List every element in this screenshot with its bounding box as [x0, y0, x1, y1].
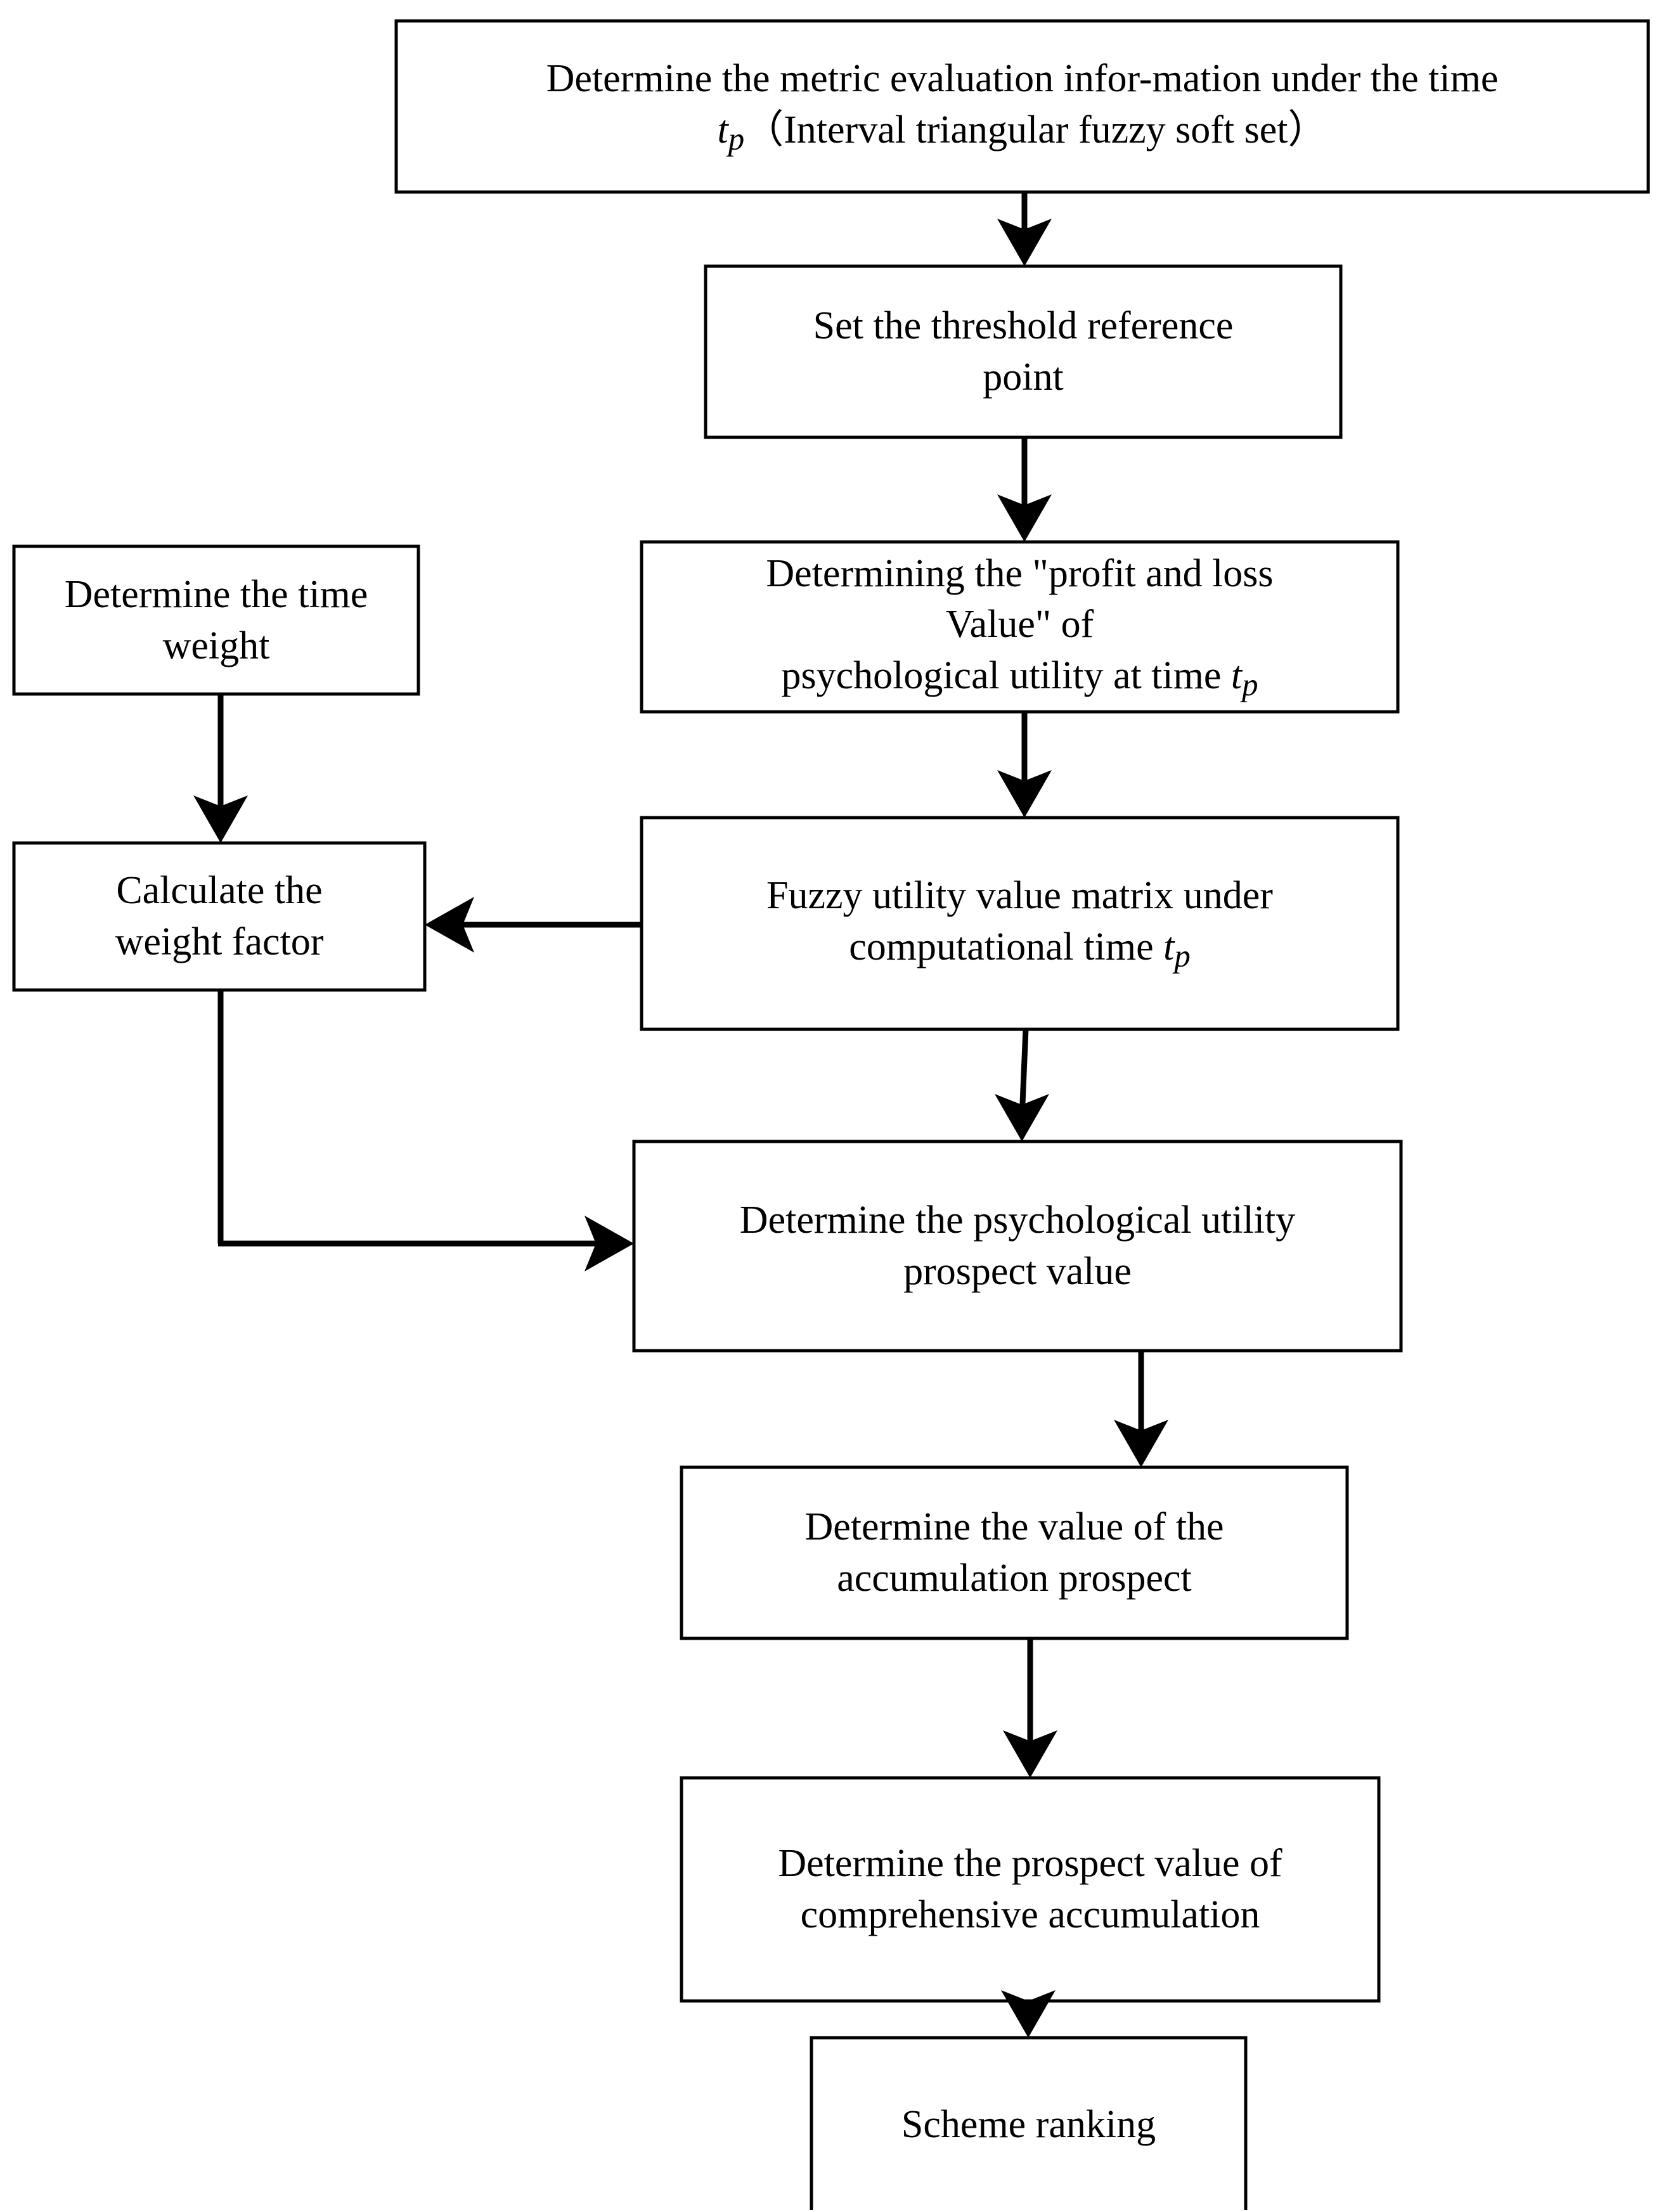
edge-matrix-to-prospect-value: [995, 1029, 1049, 1141]
node-box-psychological-utility-prospect-value[interactable]: [632, 1140, 1403, 1353]
node-box-weight-factor[interactable]: [12, 841, 427, 992]
edge-profit-loss-to-matrix: [997, 712, 1052, 818]
node-box-time-weight[interactable]: [12, 544, 420, 696]
edge-comprehensive-to-scheme-ranking: [1001, 1990, 1056, 2038]
node-box-accumulation-prospect-value[interactable]: [680, 1465, 1349, 1640]
edge-weight-factor-to-prospect-value: [217, 990, 634, 1271]
edge-matrix-to-weight-factor: [425, 897, 642, 953]
edge-time-weight-to-weight-factor: [193, 694, 248, 843]
edge-threshold-to-profit-loss: [997, 437, 1052, 542]
node-box-threshold-reference-point[interactable]: [704, 264, 1343, 439]
edge-prospect-value-to-accumulation: [1114, 1351, 1168, 1467]
node-box-profit-and-loss-value[interactable]: [640, 540, 1400, 714]
node-box-fuzzy-utility-matrix[interactable]: [640, 816, 1400, 1031]
edge-accumulation-to-comprehensive: [1003, 1638, 1057, 1778]
edge-metric-to-threshold: [997, 192, 1052, 266]
node-box-scheme-ranking[interactable]: [810, 2036, 1248, 2210]
node-box-comprehensive-accumulation-prospect-value[interactable]: [680, 1776, 1381, 2003]
node-box-metric-evaluation-info[interactable]: [394, 19, 1650, 194]
